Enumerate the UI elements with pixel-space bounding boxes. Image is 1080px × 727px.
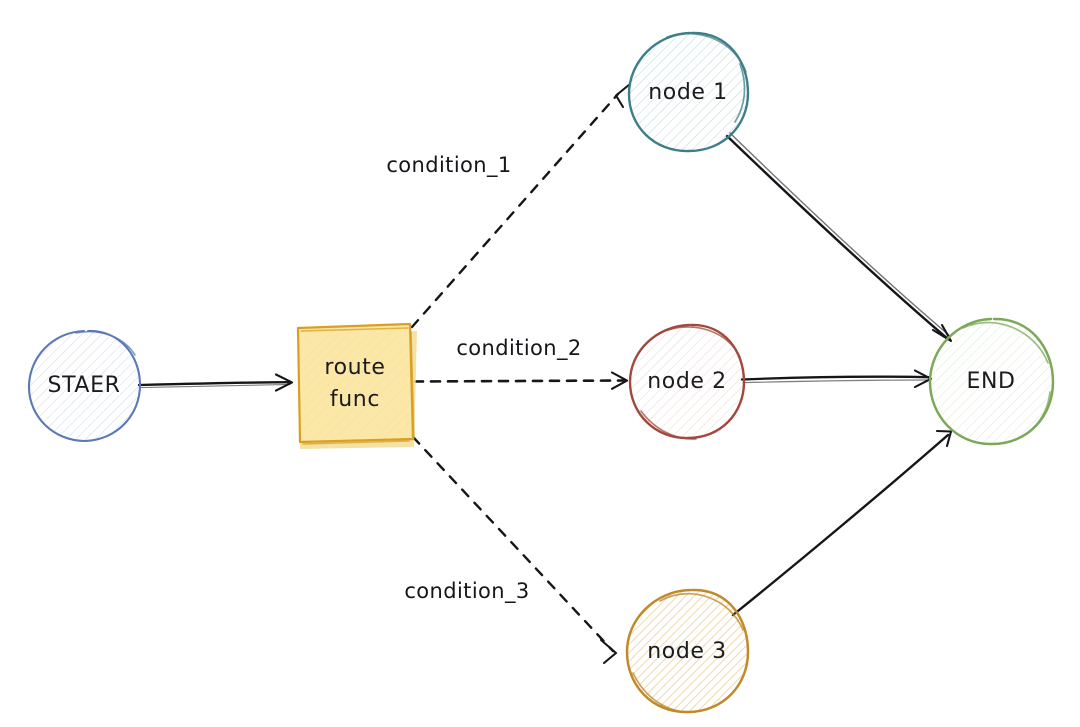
end-node-shape [931,318,1053,445]
edge-route-to-node2 [412,371,629,390]
route-func-outline-overdraw [300,327,415,445]
node3-shape [628,589,748,713]
node3-label: node 3 [647,639,727,664]
edge-label-condition-1: condition_1 [386,153,511,178]
end-node-label: END [966,369,1015,394]
edge-label-condition-2: condition_2 [456,336,581,361]
edge-route-to-node1 [410,82,632,329]
end-node-outline [928,317,1055,446]
node3-outline-overdraw [632,592,744,713]
route-func-outline [296,322,415,444]
end-node-outline-overdraw [962,321,1051,444]
node2-outline-overdraw [640,326,741,440]
edge-route-to-node3 [411,435,618,665]
node-node1[interactable]: node 1 [627,31,750,153]
start-node-shape [28,330,140,441]
edge-node1-to-end [725,132,953,343]
edge-node2-to-end [740,369,933,389]
node-node2[interactable]: node 2 [628,323,746,440]
node2-label: node 2 [647,369,727,394]
edge-start-to-route [137,373,294,392]
route-func-label-line1: route [324,355,385,380]
start-node-label: STAER [48,373,121,398]
node-end[interactable]: END [928,317,1055,446]
node1-shape [630,32,748,152]
node1-outline-overdraw [666,32,747,123]
node-route-func[interactable]: route func [296,322,417,449]
edge-node3-to-end [731,429,953,617]
route-func-label-line2: func [330,387,380,412]
start-node-outline-overdraw [75,330,136,356]
node-start[interactable]: STAER [27,329,142,443]
node1-label: node 1 [648,80,728,105]
start-node-outline [27,329,142,443]
route-func-hatch [298,324,413,442]
edge-label-condition-3: condition_3 [404,579,529,604]
node2-shape [631,324,744,439]
node-node3[interactable]: node 3 [625,588,750,714]
